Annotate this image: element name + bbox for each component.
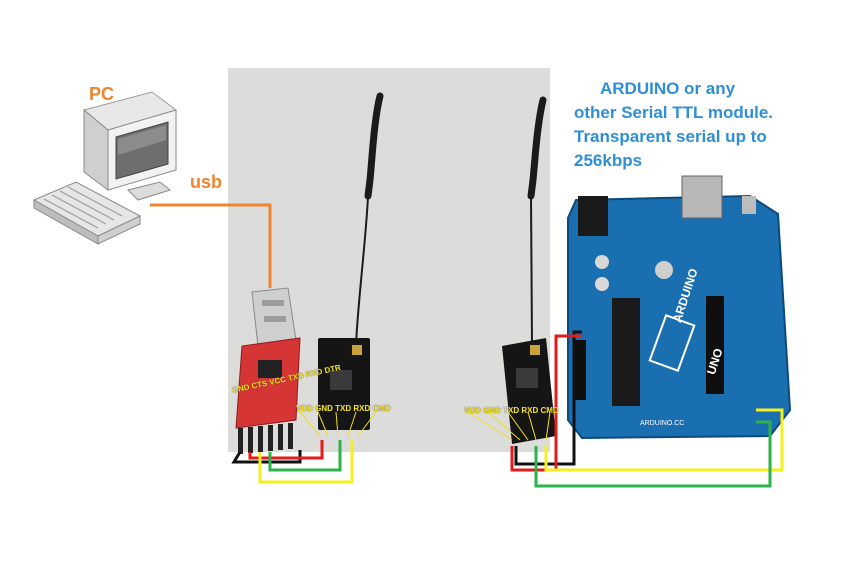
radio-left-pin-labels: VDD GND TXD RXD CMD xyxy=(296,404,391,413)
wire-green-right xyxy=(534,420,772,488)
usb-label: usb xyxy=(190,172,223,192)
wire-yellow-right xyxy=(544,408,784,472)
wire-yellow-left xyxy=(258,440,354,484)
arduino-line-3: Transparent serial up to xyxy=(574,127,767,146)
wire-green-left xyxy=(268,440,342,472)
arduino-line-4: 256kbps xyxy=(574,151,643,170)
pin-leaders xyxy=(299,411,551,441)
radio-module-left xyxy=(318,92,384,430)
wire-black-right xyxy=(514,330,582,466)
radio-module-right xyxy=(502,96,556,444)
arduino-line-1: ARDUINO or any xyxy=(600,79,736,98)
pc-label: PC xyxy=(89,84,115,104)
board-site-label: ARDUINO.CC xyxy=(640,420,685,427)
wire-black-left xyxy=(231,450,302,464)
arduino-board xyxy=(567,175,792,440)
usb-ttl-adapter xyxy=(235,287,301,454)
wires xyxy=(231,330,784,488)
radio-right-pin-labels: VDD GND TXD RXD CMD xyxy=(464,406,559,415)
wire-red-left xyxy=(248,440,324,460)
usb-cable xyxy=(150,203,272,288)
arduino-line-2: other Serial TTL module. xyxy=(574,103,773,122)
pc-icon xyxy=(32,91,178,245)
arduino-description: ARDUINO or any other Serial TTL module. … xyxy=(560,77,805,173)
